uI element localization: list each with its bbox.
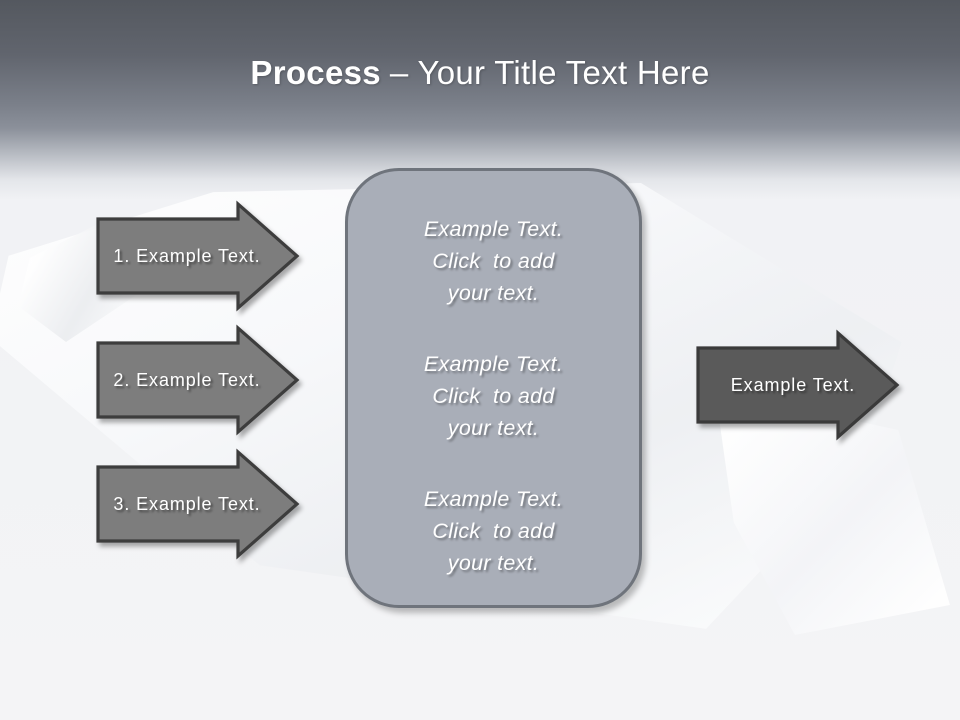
panel-line: Click to add bbox=[432, 384, 555, 408]
panel-line: Example Text. bbox=[423, 487, 564, 511]
step-arrow-1-label: 1. Example Text. bbox=[113, 245, 261, 266]
step-arrow-3[interactable]: 3. Example Text. bbox=[96, 448, 300, 560]
panel-text-block-3[interactable]: Example Text. Click to add your text. bbox=[366, 483, 621, 579]
output-arrow[interactable]: Example Text. bbox=[696, 329, 900, 441]
output-arrow-label: Example Text. bbox=[730, 374, 856, 395]
panel-line: your text. bbox=[447, 416, 540, 440]
step-arrow-1[interactable]: 1. Example Text. bbox=[96, 200, 300, 312]
panel-line: Example Text. bbox=[423, 217, 564, 241]
panel-line: your text. bbox=[447, 281, 540, 305]
panel-text-block-2[interactable]: Example Text. Click to add your text. bbox=[366, 348, 621, 444]
center-text-panel[interactable]: Example Text. Click to add your text. Ex… bbox=[345, 168, 642, 608]
right-arrow-shape-icon bbox=[96, 324, 300, 436]
title-keyword: Process bbox=[250, 54, 381, 91]
panel-line: your text. bbox=[447, 551, 540, 575]
right-arrow-shape-icon bbox=[96, 448, 300, 560]
step-arrow-2[interactable]: 2. Example Text. bbox=[96, 324, 300, 436]
step-arrow-3-label: 3. Example Text. bbox=[113, 493, 261, 514]
step-arrow-2-label: 2. Example Text. bbox=[113, 369, 261, 390]
title-subtitle: – Your Title Text Here bbox=[389, 54, 710, 91]
panel-text-block-1[interactable]: Example Text. Click to add your text. bbox=[366, 213, 621, 309]
panel-line: Click to add bbox=[432, 249, 555, 273]
right-arrow-shape-icon bbox=[96, 200, 300, 312]
right-arrow-shape-icon bbox=[696, 329, 900, 441]
panel-line: Example Text. bbox=[423, 352, 564, 376]
slide-title[interactable]: Process– Your Title Text Here bbox=[0, 54, 960, 92]
panel-line: Click to add bbox=[432, 519, 555, 543]
